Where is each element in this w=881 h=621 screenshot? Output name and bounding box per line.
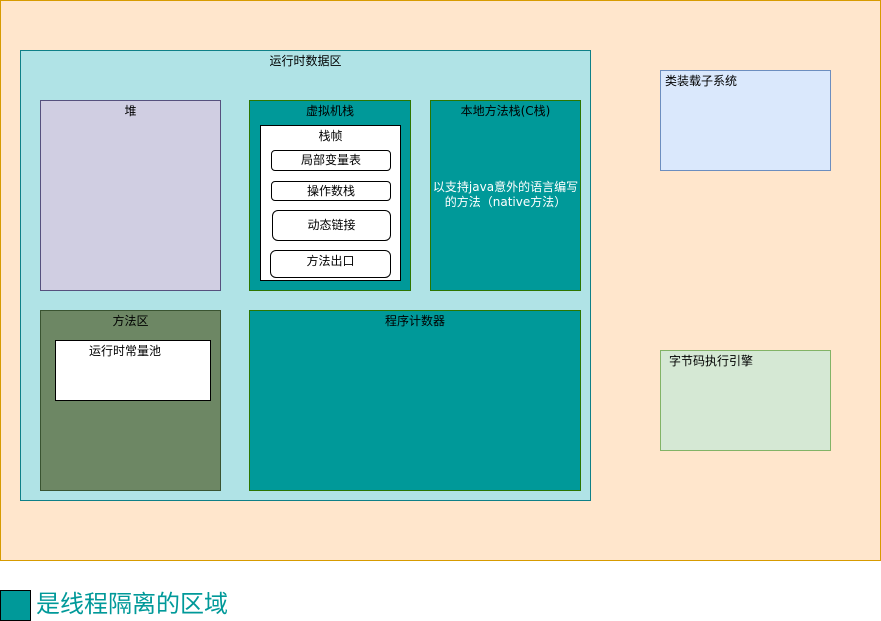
native-method-description: 以支持java意外的语言编写 的方法（native方法） — [431, 180, 580, 210]
vm-stack-label: 虚拟机栈 — [305, 104, 354, 118]
native-desc-line-1: 以支持java意外的语言编写 — [432, 180, 579, 194]
operand-stack: 操作数栈 — [271, 181, 391, 201]
runtime-constant-pool-label: 运行时常量池 — [89, 344, 162, 358]
runtime-constant-pool-box: 运行时常量池 — [55, 340, 211, 401]
execution-engine-label: 字节码执行引擎 — [669, 354, 754, 368]
execution-engine-box: 字节码执行引擎 — [660, 350, 831, 451]
stack-frame-label: 栈帧 — [318, 129, 343, 143]
dynamic-linking: 动态链接 — [272, 210, 391, 241]
method-exit: 方法出口 — [270, 250, 391, 278]
class-loader-subsystem-box: 类装载子系统 — [660, 70, 831, 171]
legend-text: 是线程隔离的区域 — [36, 590, 228, 618]
native-desc-line-2: 的方法（native方法） — [444, 195, 567, 209]
program-counter-label: 程序计数器 — [384, 314, 445, 328]
native-method-stack-box: 本地方法栈(C栈) 以支持java意外的语言编写 的方法（native方法） — [430, 100, 581, 291]
program-counter-box: 程序计数器 — [249, 310, 581, 491]
local-variable-table: 局部变量表 — [271, 150, 391, 171]
method-area-label: 方法区 — [112, 314, 149, 328]
heap-box: 堆 — [40, 100, 221, 291]
legend-swatch — [0, 590, 31, 621]
heap-label: 堆 — [124, 104, 137, 118]
runtime-data-area-label: 运行时数据区 — [269, 54, 342, 68]
class-loader-subsystem-label: 类装载子系统 — [665, 74, 738, 88]
native-method-stack-label: 本地方法栈(C栈) — [460, 104, 551, 118]
